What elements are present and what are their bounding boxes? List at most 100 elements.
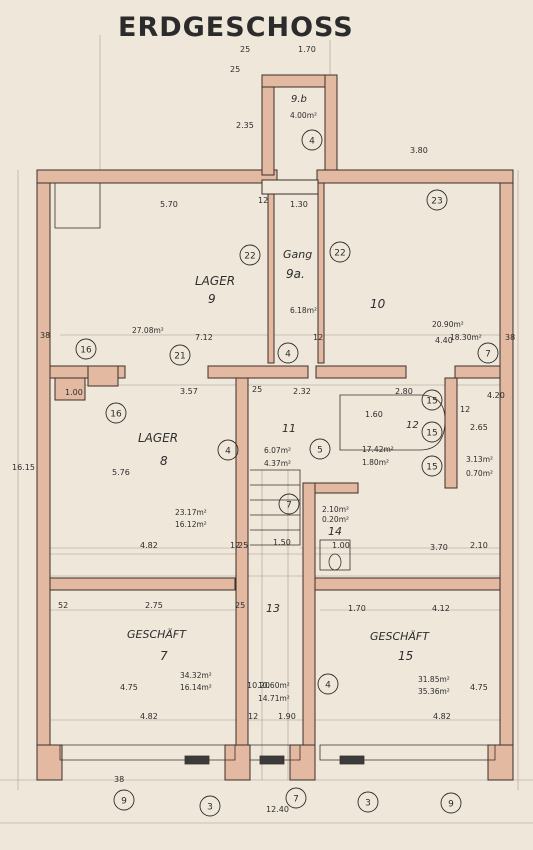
marker-label: 15 — [426, 429, 437, 439]
wall-top-left — [36, 169, 278, 184]
wall-13-right — [302, 482, 316, 771]
pier-3 — [289, 744, 316, 781]
marker-label: 3 — [207, 803, 213, 813]
dimension-label: 4.12 — [432, 604, 450, 613]
marker-label: 4 — [309, 137, 315, 147]
room-13-number: 13 — [266, 602, 280, 615]
dimension-label: 2.32 — [293, 387, 311, 396]
dimension-label: 4.75 — [470, 683, 488, 692]
marker-circle — [199, 795, 221, 817]
dimension-label: 7.12 — [195, 333, 213, 342]
wall-top-right — [316, 169, 514, 184]
room-8-number: 8 — [160, 454, 168, 468]
room-15-area1: 31.85m² — [418, 675, 450, 684]
radiator-1 — [184, 755, 210, 765]
dimension-label: 3.80 — [410, 146, 428, 155]
marker-circle — [278, 493, 300, 515]
marker-label: 4 — [285, 350, 291, 360]
room-12-number: 12 — [406, 420, 419, 431]
marker-circle — [421, 455, 443, 477]
wall-15-stack — [444, 377, 458, 489]
room-8-area1: 23.17m² — [175, 508, 207, 517]
stair-13 — [250, 469, 301, 546]
dimension-label: 25 — [240, 45, 250, 54]
marker-circle — [285, 787, 307, 809]
room-14-number: 14 — [328, 525, 342, 538]
dimension-label: 1.70 — [348, 604, 366, 613]
dimension-label: 10.20 — [247, 681, 270, 690]
marker-label: 4 — [325, 681, 331, 691]
room-8-name: LAGER — [138, 431, 178, 445]
marker-label: 21 — [174, 352, 185, 362]
dimension-label: 1.50 — [273, 538, 291, 547]
dimension-label: 25 — [230, 65, 240, 74]
pier-4 — [487, 744, 514, 781]
room-13-area2: 14.71m² — [258, 694, 290, 703]
wall-15-top — [314, 577, 501, 591]
marker-circle — [421, 389, 443, 411]
dimension-label: 3.57 — [180, 387, 198, 396]
marker-circle — [105, 402, 127, 424]
room-11-area2: 4.37m² — [264, 459, 291, 468]
marker-circle — [277, 342, 299, 364]
room-15-name: GESCHÄFT — [370, 630, 430, 643]
dimension-label: 12 — [258, 196, 268, 205]
radiator-2 — [259, 755, 285, 765]
room-7-number: 7 — [160, 649, 168, 663]
dimension-label: 38 — [505, 333, 515, 342]
marker-circle — [426, 189, 448, 211]
dimension-label: 4.82 — [140, 712, 158, 721]
wc-bowl — [328, 553, 342, 571]
stair-room-12 — [339, 394, 446, 451]
room-labels: LAGER 9 27.08m² Gang 9a. 6.18m² 10 20.90… — [127, 94, 493, 703]
dimension-label: 25 — [252, 385, 262, 394]
room-wc-area2: 0.70m² — [466, 469, 493, 478]
dimension-label: 4.82 — [140, 541, 158, 550]
wall-lager8-right — [235, 377, 249, 771]
room-9a-area: 6.18m² — [290, 306, 317, 315]
room-9-number: 9 — [208, 292, 216, 306]
wall-gang-right — [317, 182, 325, 364]
dimension-label: 1.90 — [278, 712, 296, 721]
room-9a-name: Gang — [283, 248, 312, 261]
dimension-label: 12.40 — [266, 805, 289, 814]
pier-2 — [224, 744, 251, 781]
wall-right — [499, 169, 514, 771]
radiator-3 — [339, 755, 365, 765]
room-7-area1: 34.32m² — [180, 671, 212, 680]
room-10-area2: 18.30m² — [450, 333, 482, 342]
marker-label: 16 — [110, 410, 122, 420]
wall-7-top — [49, 577, 236, 591]
marker-label: 22 — [244, 252, 255, 262]
wall-left — [36, 169, 51, 771]
dimension-label: 12 — [460, 405, 470, 414]
room-9-area: 27.08m² — [132, 326, 164, 335]
room-11-number: 11 — [282, 422, 296, 435]
marker-circle — [113, 789, 135, 811]
room-10-number: 10 — [370, 297, 386, 311]
dimension-label: 12 — [313, 333, 323, 342]
room-9b-number: 9.b — [291, 94, 307, 105]
room-12-area1: 17.42m² — [362, 445, 394, 454]
pier-1 — [36, 744, 63, 781]
room-7-area2: 16.14m² — [180, 683, 212, 692]
dimension-label: 4.75 — [120, 683, 138, 692]
wall-mid-right — [454, 365, 501, 379]
dimension-label: 1.00 — [332, 541, 350, 550]
room-9b-area: 4.00m² — [290, 111, 317, 120]
room-8-area2: 16.12m² — [175, 520, 207, 529]
plan-title: ERDGESCHOSS — [118, 12, 354, 43]
room-15-number: 15 — [398, 649, 413, 663]
room-7-name: GESCHÄFT — [127, 628, 187, 641]
wall-annex-left — [261, 74, 275, 176]
dimension-label: 4.20 — [487, 391, 505, 400]
wall-mid-center2 — [315, 365, 407, 379]
marker-label: 9 — [121, 797, 127, 807]
dimension-label: 1.70 — [298, 45, 316, 54]
dimension-label: 3.70 — [430, 543, 448, 552]
marker-label: 3 — [365, 799, 371, 809]
dimension-label: 25 — [238, 541, 248, 550]
marker-label: 23 — [431, 197, 442, 207]
